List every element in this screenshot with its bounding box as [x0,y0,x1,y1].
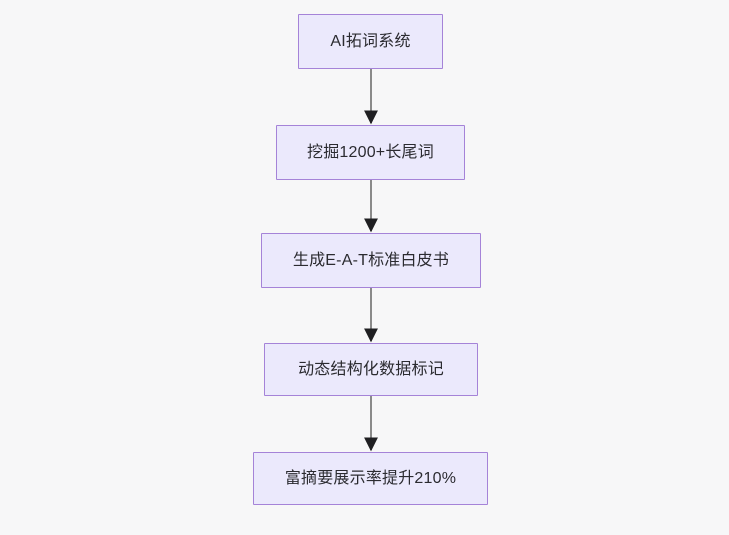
flowchart-node-ai-keyword-system[interactable]: AI拓词系统 [298,14,443,69]
flowchart-node-generate-eat-whitepaper[interactable]: 生成E-A-T标准白皮书 [261,233,481,288]
node-label: 动态结构化数据标记 [298,360,444,378]
flowchart-node-dynamic-structured-data-markup[interactable]: 动态结构化数据标记 [264,343,478,396]
flowchart-node-mine-longtail-keywords[interactable]: 挖掘1200+长尾词 [276,125,465,180]
node-label: 富摘要展示率提升210% [284,469,457,487]
node-label: AI拓词系统 [330,32,411,50]
flowchart-node-rich-snippet-rate-increase[interactable]: 富摘要展示率提升210% [253,452,488,505]
node-label: 挖掘1200+长尾词 [307,143,434,161]
node-label: 生成E-A-T标准白皮书 [292,251,450,269]
